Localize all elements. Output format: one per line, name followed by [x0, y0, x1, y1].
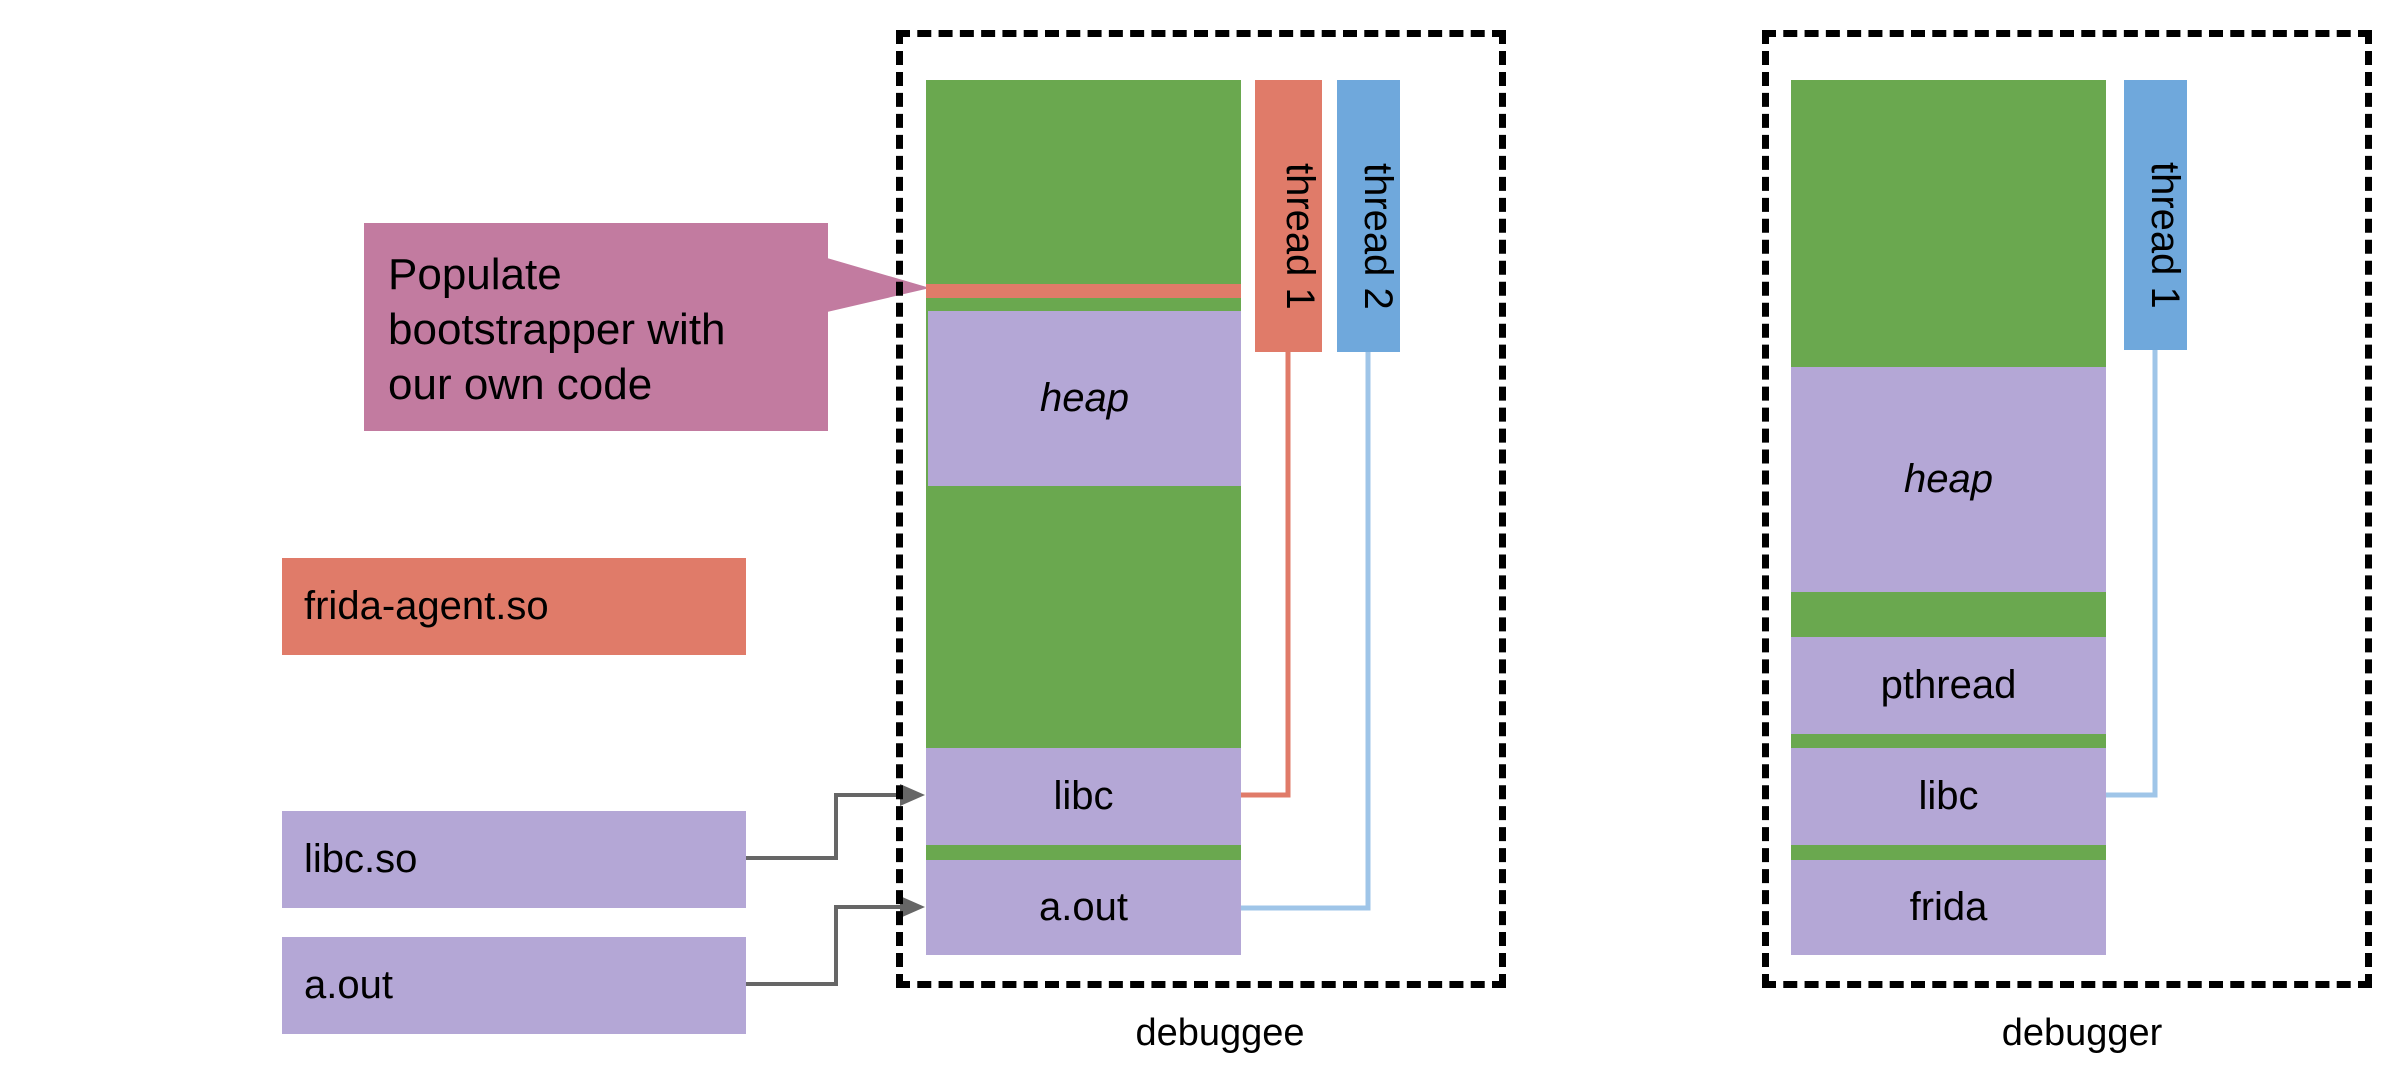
callout-pointer [827, 258, 930, 312]
debugger-pthread-label: pthread [1880, 663, 2017, 707]
debugger-heap-block: heap [1791, 367, 2106, 592]
thread1-connector [1240, 350, 1291, 798]
debuggee-libc-block: libc [926, 748, 1241, 845]
debuggee-thread2-label: thread 2 [1356, 162, 1400, 310]
aout-label: a.out [304, 963, 393, 1007]
aout-arrow [744, 905, 905, 986]
debugger-frida-block: frida [1791, 860, 2106, 955]
aout-arrowhead [900, 896, 925, 918]
debuggee-caption: debuggee [1135, 1012, 1305, 1054]
debuggee-thread1: thread 1 [1255, 80, 1322, 352]
debugger-caption: debugger [2001, 1012, 2163, 1054]
aout-box: a.out [282, 937, 746, 1034]
debugger-libc-label: libc [1918, 774, 1979, 818]
debugger-frame [1762, 30, 2372, 988]
libc-arrowhead [900, 784, 925, 806]
debugger-thread1: thread 1 [2124, 80, 2187, 350]
debugger-pthread-block: pthread [1791, 637, 2106, 734]
debuggee-thread1-label: thread 1 [1278, 162, 1322, 310]
debuggee-aout-label: a.out [1039, 885, 1128, 929]
debuggee-thread2: thread 2 [1337, 80, 1400, 352]
frida-agent-label: frida-agent.so [304, 584, 549, 628]
debugger-frida-label: frida [1909, 885, 1988, 929]
thread2-connector [1240, 350, 1371, 911]
libc-so-box: libc.so [282, 811, 746, 908]
debuggee-frame [896, 30, 1506, 988]
callout-line-2: bootstrapper with [388, 305, 726, 354]
debuggee-heap-block: heap [928, 311, 1241, 486]
debugger-heap-label: heap [1904, 457, 1993, 501]
libc-arrow [744, 793, 905, 860]
callout-line-1: Populate [388, 250, 562, 299]
debugger-libc-block: libc [1791, 748, 2106, 845]
debuggee-libc-label: libc [1053, 774, 1114, 818]
debuggee-heap-label: heap [1040, 376, 1129, 420]
debuggee-aout-block: a.out [926, 860, 1241, 955]
debugger-thread1-label: thread 1 [2143, 161, 2187, 309]
bootstrapper-stripe [926, 284, 1241, 298]
callout-box: Populate bootstrapper with our own code [364, 223, 828, 431]
libc-so-label: libc.so [304, 837, 418, 881]
debugger-thread1-connector [2105, 350, 2158, 798]
frida-agent-box: frida-agent.so [282, 558, 746, 655]
callout-line-3: our own code [388, 360, 653, 409]
